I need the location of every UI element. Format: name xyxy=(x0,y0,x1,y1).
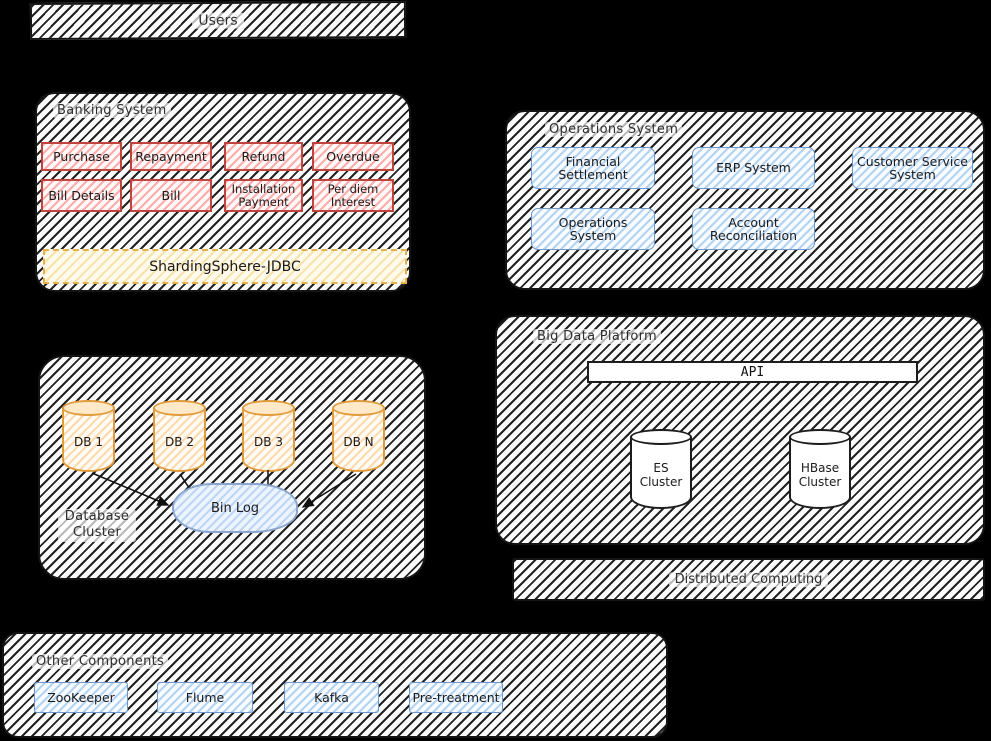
module-bill: Bill xyxy=(130,179,212,212)
shardingsphere-jdbc-bar: ShardingSphere-JDBC xyxy=(43,249,407,284)
bin-log-cloud: Bin Log xyxy=(172,483,298,533)
component-pre-treatment: Pre-treatment xyxy=(409,682,503,713)
db2-cylinder: DB 2 xyxy=(153,400,206,472)
operations-system-box: Operations System Financial Settlement E… xyxy=(505,110,985,290)
hbase-cluster-cylinder-top xyxy=(789,429,851,445)
es-cluster-cylinder: ES Cluster xyxy=(630,429,692,509)
dbn-cylinder-top xyxy=(332,400,385,416)
db2-cylinder-top xyxy=(153,400,206,416)
distributed-computing-label: Distributed Computing xyxy=(514,571,983,587)
users-box: Users xyxy=(29,1,407,40)
module-repayment: Repayment xyxy=(130,142,212,171)
operations-system-title: Operations System xyxy=(545,122,683,137)
es-cluster-cylinder-top xyxy=(630,429,692,445)
module-operations-system: Operations System xyxy=(531,208,655,250)
database-cluster-title: Database Cluster xyxy=(58,509,136,542)
es-cluster-label: ES Cluster xyxy=(639,461,683,489)
big-data-platform-box: Big Data Platform API ES Cluster HBase C… xyxy=(495,315,985,545)
other-components-title: Other Components xyxy=(32,654,169,669)
module-installation-payment: Installation Payment xyxy=(224,179,303,212)
module-bill-details: Bill Details xyxy=(41,179,122,212)
banking-system-title: Banking System xyxy=(53,103,171,118)
module-erp-system: ERP System xyxy=(692,147,815,189)
api-bar: API xyxy=(587,361,918,383)
module-customer-service-system: Customer Service System xyxy=(852,147,973,189)
hbase-cluster-label: HBase Cluster xyxy=(798,461,842,489)
database-cluster-box: DB 1 DB 2 DB 3 DB N Bin Log Databa xyxy=(38,355,426,580)
db2-label: DB 2 xyxy=(165,434,194,449)
module-refund: Refund xyxy=(224,142,303,171)
other-components-box: Other Components ZooKeeper Flume Kafka P… xyxy=(2,632,668,738)
banking-system-box: Banking System Purchase Repayment Refund… xyxy=(35,92,411,292)
module-per-diem-interest: Per diem Interest xyxy=(312,179,394,212)
db1-label: DB 1 xyxy=(74,434,103,449)
module-purchase: Purchase xyxy=(41,142,122,171)
component-kafka: Kafka xyxy=(284,682,379,713)
module-account-reconciliation: Account Reconciliation xyxy=(692,208,815,250)
module-financial-settlement: Financial Settlement xyxy=(531,147,655,189)
component-zookeeper: ZooKeeper xyxy=(34,682,128,713)
dbn-cylinder: DB N xyxy=(332,400,385,472)
distributed-computing-bar: Distributed Computing xyxy=(512,558,985,601)
db3-label: DB 3 xyxy=(254,434,283,449)
component-flume: Flume xyxy=(157,682,253,713)
hbase-cluster-cylinder: HBase Cluster xyxy=(789,429,851,509)
db1-cylinder-top xyxy=(62,400,115,416)
db1-cylinder: DB 1 xyxy=(62,400,115,472)
db3-cylinder-top xyxy=(242,400,295,416)
dbn-label: DB N xyxy=(343,434,374,449)
module-overdue: Overdue xyxy=(312,142,394,171)
users-label: Users xyxy=(32,11,404,29)
db3-cylinder: DB 3 xyxy=(242,400,295,472)
big-data-platform-title: Big Data Platform xyxy=(533,329,662,344)
